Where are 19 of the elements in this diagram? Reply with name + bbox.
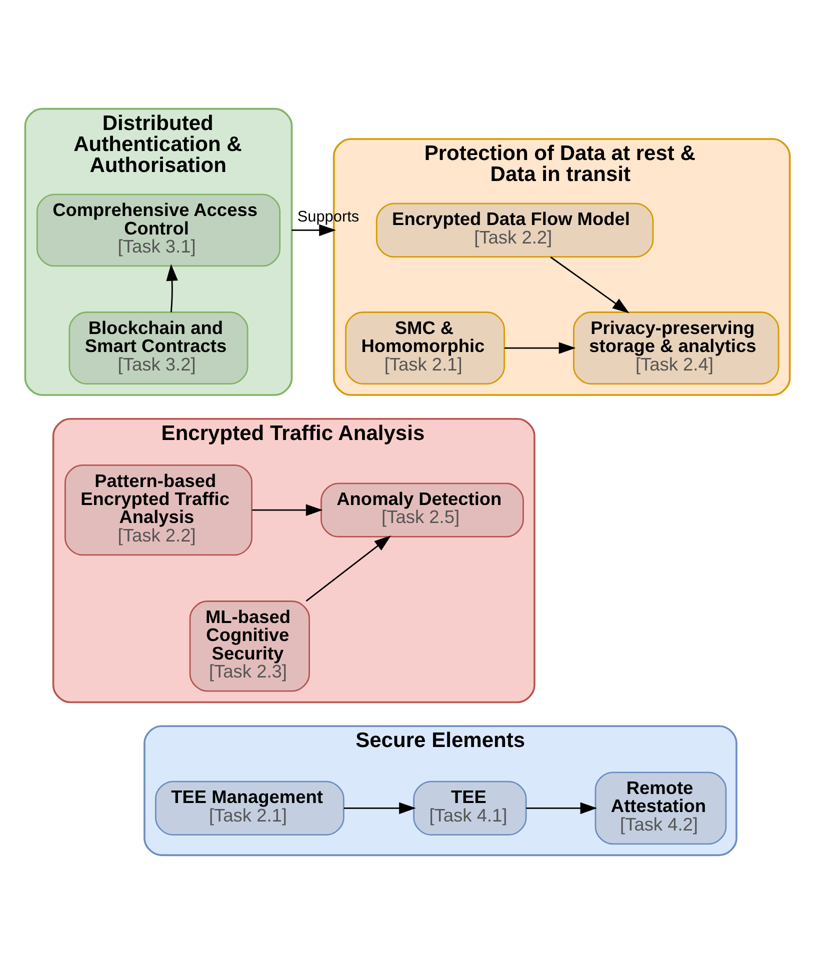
node-box: TEE [Task 4.1] — [413, 780, 527, 836]
arrow — [306, 535, 392, 602]
arrow — [344, 802, 416, 814]
node-box: Comprehensive Access Control [Task 3.1] — [36, 193, 281, 266]
node-box: Encrypted Data Flow Model [Task 2.2] — [376, 202, 654, 258]
node-box: Pattern-based Encrypted Traffic Analysis [Task 2.2] — [64, 464, 252, 556]
node-box: Blockchain and Smart Contracts [Task 3.2] — [68, 311, 248, 384]
node-box: Anomaly Detection [Task 2.5] — [320, 482, 524, 537]
arrow — [166, 263, 178, 312]
node-box: ML-based Cognitive Security [Task 2.3] — [189, 600, 310, 692]
node-box: Remote Attestation [Task 4.2] — [594, 771, 727, 844]
arrow — [526, 802, 598, 814]
arrow — [292, 224, 336, 236]
arrow — [252, 504, 323, 516]
arrow — [504, 342, 576, 354]
node-box: TEE Management [Task 2.1] — [154, 780, 344, 836]
arrow — [550, 256, 630, 313]
node-box: SMC & Homomorphic [Task 2.1] — [345, 311, 505, 384]
node-box: Privacy-preserving storage & analytics [Task 2.4] — [573, 311, 780, 384]
